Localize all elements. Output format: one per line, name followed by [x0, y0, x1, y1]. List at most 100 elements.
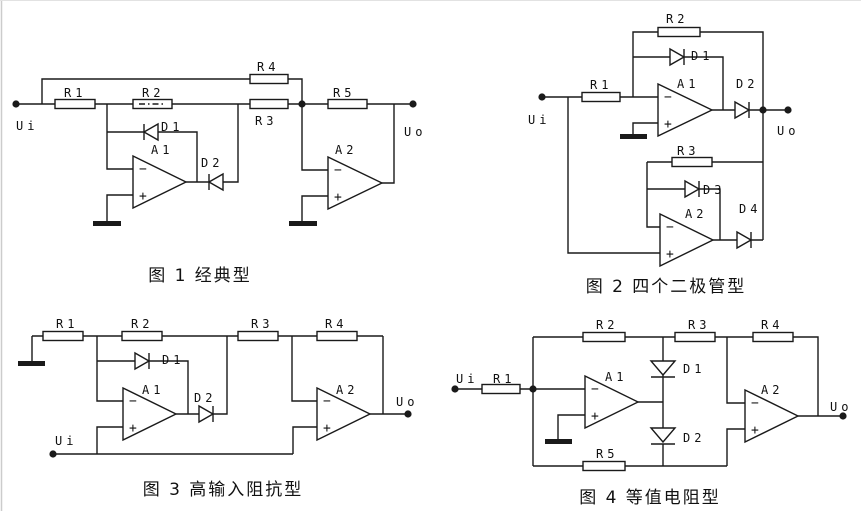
inverting-input-symbol: − — [591, 382, 599, 397]
label-r3: R3 — [255, 114, 277, 128]
diode-d2 — [734, 100, 751, 120]
opamp-triangle — [122, 386, 178, 442]
noninverting-input-symbol: + — [139, 189, 147, 204]
diode-triangle — [198, 404, 215, 424]
resistor-r4 — [316, 330, 358, 342]
figure-caption: 图 4 等值电阻型 — [579, 488, 721, 508]
resistor-r5 — [582, 460, 626, 472]
label-r2: R2 — [142, 86, 164, 100]
label-d2: D2 — [201, 156, 223, 170]
label-d2: D2 — [736, 77, 758, 91]
resistor-r4 — [249, 73, 289, 85]
wires — [31, 335, 408, 455]
input-terminal-dot — [538, 93, 546, 101]
resistor-r4 — [752, 331, 794, 343]
opamp-a2: − + — [659, 212, 715, 268]
input-terminal-dot — [451, 385, 459, 393]
resistor-body — [481, 383, 521, 395]
opamp-a1: − + — [657, 82, 714, 138]
input-terminal-dot — [12, 100, 20, 108]
noninverting-input-symbol: + — [751, 423, 759, 438]
resistor-body — [237, 330, 279, 342]
label-uo: Uo — [396, 395, 418, 409]
output-terminal-dot — [839, 412, 847, 420]
resistor-body — [582, 331, 626, 343]
inverting-input-symbol: − — [666, 220, 674, 235]
opamp-a1: − + — [122, 386, 178, 442]
diode-triangle — [649, 427, 677, 444]
label-r1: R1 — [64, 86, 86, 100]
output-terminal-dot — [409, 100, 417, 108]
resistor-body — [671, 156, 713, 168]
output-terminal-dot — [404, 410, 412, 418]
resistor-r2 — [121, 330, 163, 342]
noninverting-input-symbol: + — [666, 247, 674, 262]
label-r1: R1 — [56, 317, 78, 331]
figure-caption: 图 1 经典型 — [148, 266, 252, 286]
output-terminal-dot — [784, 106, 792, 114]
resistor-body — [327, 98, 368, 110]
resistor-r3 — [249, 98, 289, 110]
ground-symbol — [93, 221, 121, 226]
noninverting-input-symbol: + — [334, 190, 342, 205]
label-r5: R5 — [596, 447, 618, 461]
inverting-input-symbol: − — [751, 396, 759, 411]
resistor-r1 — [42, 330, 84, 342]
opamp-triangle — [584, 374, 640, 430]
resistor-body — [54, 98, 96, 110]
label-d1: D1 — [691, 49, 713, 63]
label-a1: A1 — [142, 383, 164, 397]
wires — [542, 31, 788, 254]
ground-symbol — [289, 221, 317, 226]
label-r3: R3 — [677, 144, 699, 158]
noninverting-input-symbol: + — [323, 421, 331, 436]
resistor-body — [674, 331, 716, 343]
resistor-body — [752, 331, 794, 343]
label-a2: A2 — [685, 207, 707, 221]
label-a2: A2 — [336, 383, 358, 397]
figure-1-classic-circuit: − + − + Ui R1 R2 R4 R3 R5 D1 A1 D2 A2 Uo… — [12, 60, 422, 286]
resistor-r1 — [481, 383, 521, 395]
diode-d2 — [198, 404, 215, 424]
diode-triangle — [649, 360, 677, 377]
label-d2: D2 — [194, 391, 216, 405]
opamp-triangle — [657, 82, 714, 138]
figure-3-high-input-impedance-circuit: − + − + R1 R2 R3 R4 D1 A1 D2 A2 Ui Uo 图 … — [18, 317, 418, 500]
ground-symbol — [620, 134, 647, 139]
figure-4-equal-resistor-circuit: − + − + Ui R1 R2 R3 R4 A1 D1 D2 A2 R5 Uo… — [451, 318, 848, 508]
resistor-body — [581, 91, 621, 103]
resistor-r2 — [582, 331, 626, 343]
diode-d1 — [649, 360, 677, 378]
label-r4: R4 — [325, 317, 347, 331]
resistor-r3 — [671, 156, 713, 168]
resistor-r1 — [54, 98, 96, 110]
label-r3: R3 — [688, 318, 710, 332]
label-r4: R4 — [257, 60, 279, 74]
opamp-triangle — [132, 154, 188, 210]
label-a1: A1 — [605, 370, 627, 384]
opamp-triangle — [659, 212, 715, 268]
diode-d1 — [669, 47, 686, 67]
label-ui: Ui — [55, 434, 77, 448]
label-r2: R2 — [131, 317, 153, 331]
resistor-r3 — [237, 330, 279, 342]
label-r1: R1 — [493, 372, 515, 386]
figure-caption: 图 2 四个二极管型 — [586, 277, 747, 297]
label-r2: R2 — [666, 12, 688, 26]
noninverting-input-symbol: + — [664, 117, 672, 132]
diode-triangle — [207, 172, 224, 192]
diode-d2 — [649, 427, 677, 445]
label-d1: D1 — [683, 362, 705, 376]
diode-d4 — [736, 230, 753, 250]
junction-dot — [529, 385, 537, 393]
label-ui: Ui — [528, 113, 550, 127]
resistor-body — [121, 330, 163, 342]
label-a1: A1 — [151, 143, 173, 157]
label-d3: D3 — [703, 183, 725, 197]
diode-d2 — [207, 172, 224, 192]
inverting-input-symbol: − — [664, 90, 672, 105]
resistor-body — [657, 26, 701, 38]
opamp-a1: − + — [132, 154, 188, 210]
inverting-input-symbol: − — [334, 163, 342, 178]
